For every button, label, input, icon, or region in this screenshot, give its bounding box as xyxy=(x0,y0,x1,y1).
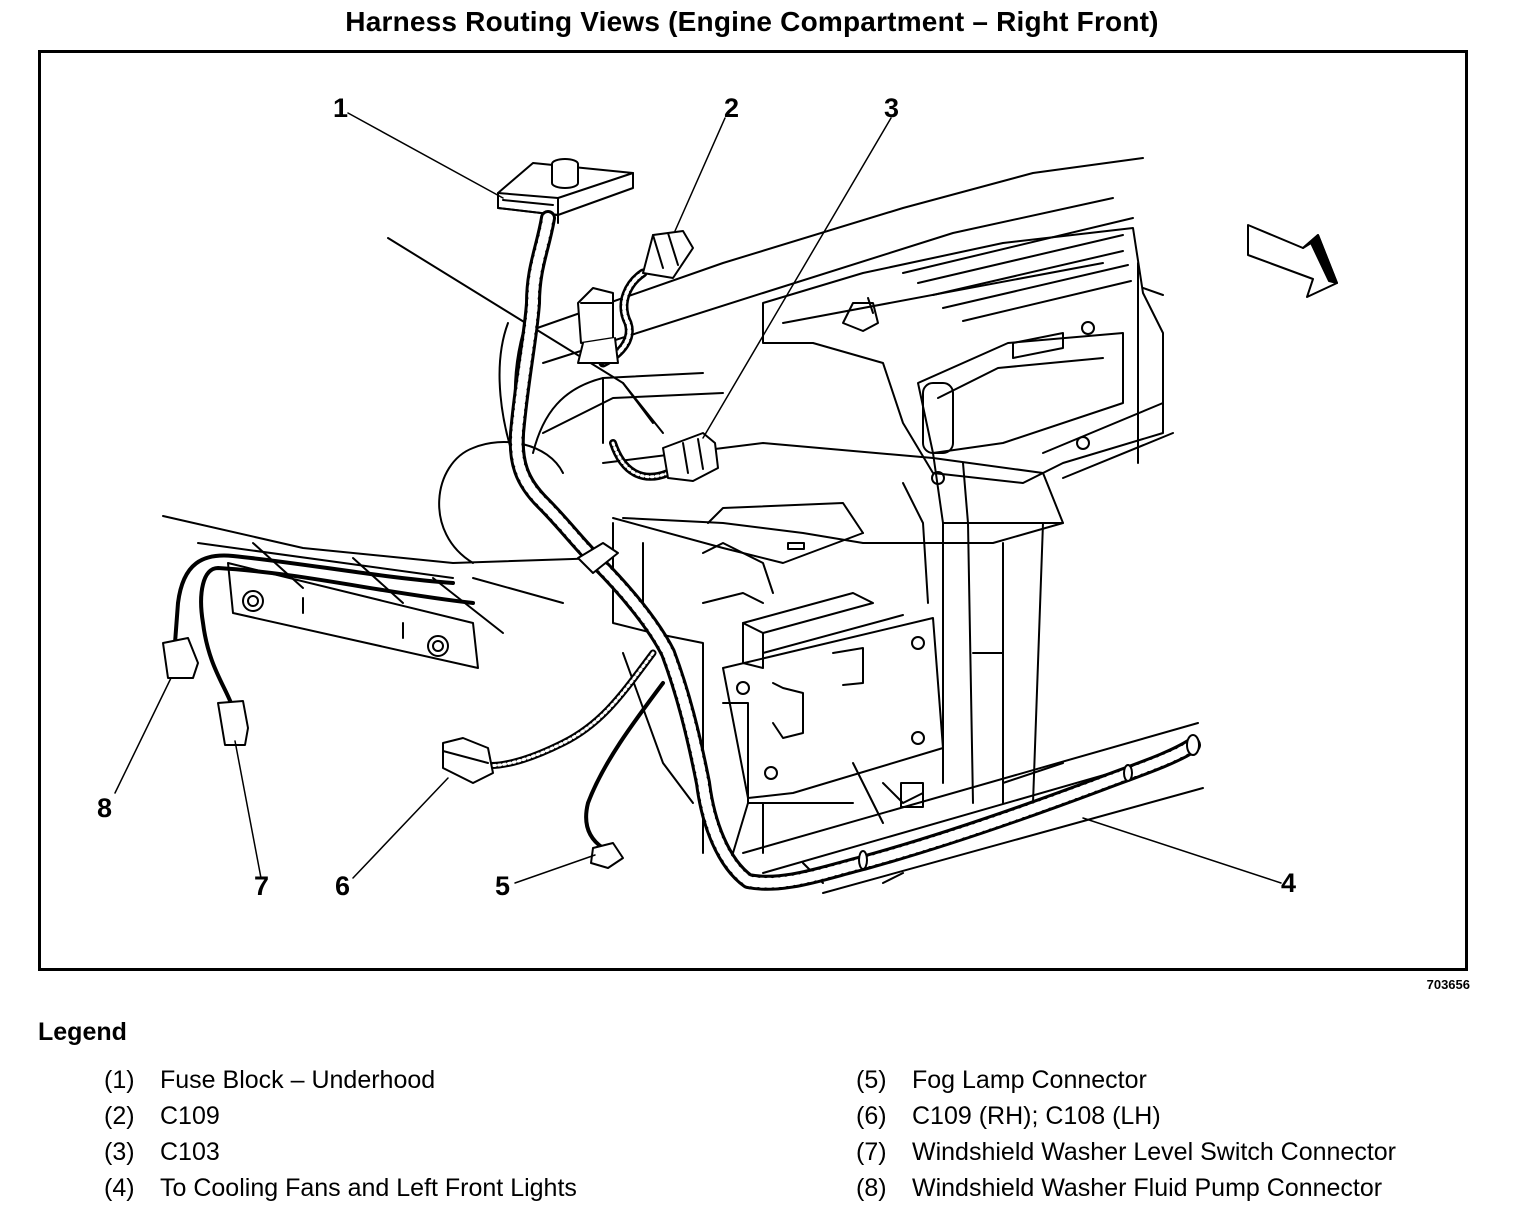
callout-4: 4 xyxy=(1281,868,1297,898)
harness-branch-5 xyxy=(584,681,665,869)
figure-number: 703656 xyxy=(1426,977,1470,992)
legend-item-text: C109 (RH); C108 (LH) xyxy=(912,1102,1161,1130)
legend-item: (6) C109 (RH); C108 (LH) xyxy=(856,1102,1396,1138)
harness-branch-7-8 xyxy=(162,553,475,746)
callout-3: 3 xyxy=(884,93,900,123)
legend-item: (4) To Cooling Fans and Left Front Light… xyxy=(104,1174,577,1210)
legend-item-number: (5) xyxy=(856,1066,887,1094)
legend-item-text: C103 xyxy=(160,1138,220,1166)
harness-branch-6 xyxy=(442,649,657,784)
battery-bracket xyxy=(722,592,944,854)
detail-circle xyxy=(438,441,564,564)
body-sheetmetal xyxy=(522,157,1174,485)
legend-item: (3) C103 xyxy=(104,1138,577,1174)
legend-item-number: (6) xyxy=(856,1102,887,1130)
direction-arrow-icon xyxy=(1247,224,1338,298)
callout-2: 2 xyxy=(724,93,740,123)
legend-right-column: (5) Fog Lamp Connector (6) C109 (RH); C1… xyxy=(856,1066,1396,1210)
front-bracket xyxy=(162,515,604,669)
callout-7: 7 xyxy=(254,871,270,901)
legend-item: (8) Windshield Washer Fluid Pump Connect… xyxy=(856,1174,1396,1210)
legend-item-number: (3) xyxy=(104,1138,135,1166)
terminal-stud xyxy=(577,287,619,364)
legend-item-number: (1) xyxy=(104,1066,135,1094)
inner-fender xyxy=(387,237,1064,564)
legend-item-text: To Cooling Fans and Left Front Lights xyxy=(160,1174,577,1202)
legend-item: (5) Fog Lamp Connector xyxy=(856,1066,1396,1102)
legend-item-number: (7) xyxy=(856,1138,887,1166)
legend-item-number: (8) xyxy=(856,1174,887,1202)
legend-item-text: Windshield Washer Fluid Pump Connector xyxy=(912,1174,1383,1202)
legend-item-text: Windshield Washer Level Switch Connector xyxy=(912,1138,1397,1166)
callout-8: 8 xyxy=(97,793,113,823)
harness-branch-c109 xyxy=(598,230,694,368)
harness-illustration xyxy=(114,112,1338,894)
diagram-title: Harness Routing Views (Engine Compartmen… xyxy=(345,6,1159,37)
callout-1: 1 xyxy=(333,93,349,123)
legend-item-text: Fuse Block – Underhood xyxy=(160,1066,436,1094)
legend-item: (2) C109 xyxy=(104,1102,577,1138)
callout-5: 5 xyxy=(495,871,511,901)
illustration-frame: 1 2 3 4 5 6 7 8 xyxy=(38,50,1468,971)
legend-item-number: (4) xyxy=(104,1174,135,1202)
leader-lines xyxy=(114,112,1282,884)
legend-item-number: (2) xyxy=(104,1102,135,1130)
harness-branch-c103 xyxy=(609,432,719,482)
legend-left-column: (1) Fuse Block – Underhood (2) C109 (3) … xyxy=(104,1066,577,1210)
legend-item: (1) Fuse Block – Underhood xyxy=(104,1066,577,1102)
legend-item-text: Fog Lamp Connector xyxy=(912,1066,1147,1094)
legend-heading: Legend xyxy=(38,1018,127,1046)
legend-item-text: C109 xyxy=(160,1102,220,1130)
fuse-block xyxy=(497,158,634,224)
legend-item: (7) Windshield Washer Level Switch Conne… xyxy=(856,1138,1396,1174)
main-harness-trunk xyxy=(508,210,1201,891)
callout-6: 6 xyxy=(335,871,351,901)
